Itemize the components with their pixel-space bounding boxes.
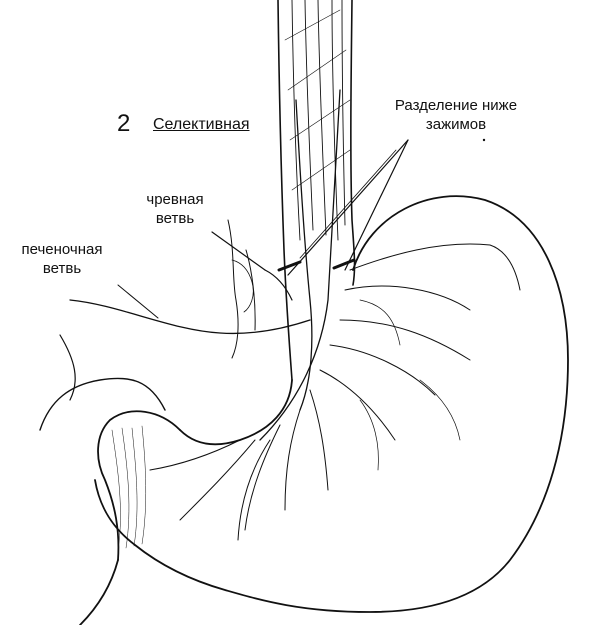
stomach-outline bbox=[39, 195, 569, 625]
clamps bbox=[277, 258, 356, 272]
label-celiac-line-1: чревная bbox=[146, 191, 204, 208]
label-celiac-branch: чревная ветвь bbox=[130, 190, 220, 228]
split-pointer-lines bbox=[287, 139, 409, 276]
label-hepatic-line-1: печеночная bbox=[21, 241, 103, 258]
label-celiac-line-2: ветвь bbox=[155, 210, 195, 227]
stray-dot bbox=[482, 138, 486, 142]
esophagus bbox=[277, 0, 356, 381]
figure-number: 2 bbox=[117, 110, 131, 137]
gastric-nerve-branches bbox=[149, 243, 521, 541]
label-split-below-clamps: Разделение ниже зажимов bbox=[386, 96, 526, 134]
label-hepatic-line-2: ветвь bbox=[42, 260, 82, 277]
label-split-line-1: Разделение ниже bbox=[394, 97, 518, 114]
label-split-line-2: зажимов bbox=[425, 116, 487, 133]
vagal-trunks bbox=[259, 89, 341, 441]
label-hepatic-branch: печеночная ветвь bbox=[2, 240, 122, 278]
hepatic-branch-nerve bbox=[69, 284, 311, 335]
celiac-branch-nerve bbox=[211, 231, 293, 301]
hepatic-tissue bbox=[227, 219, 256, 359]
figure-caption: Селективная bbox=[153, 116, 250, 133]
